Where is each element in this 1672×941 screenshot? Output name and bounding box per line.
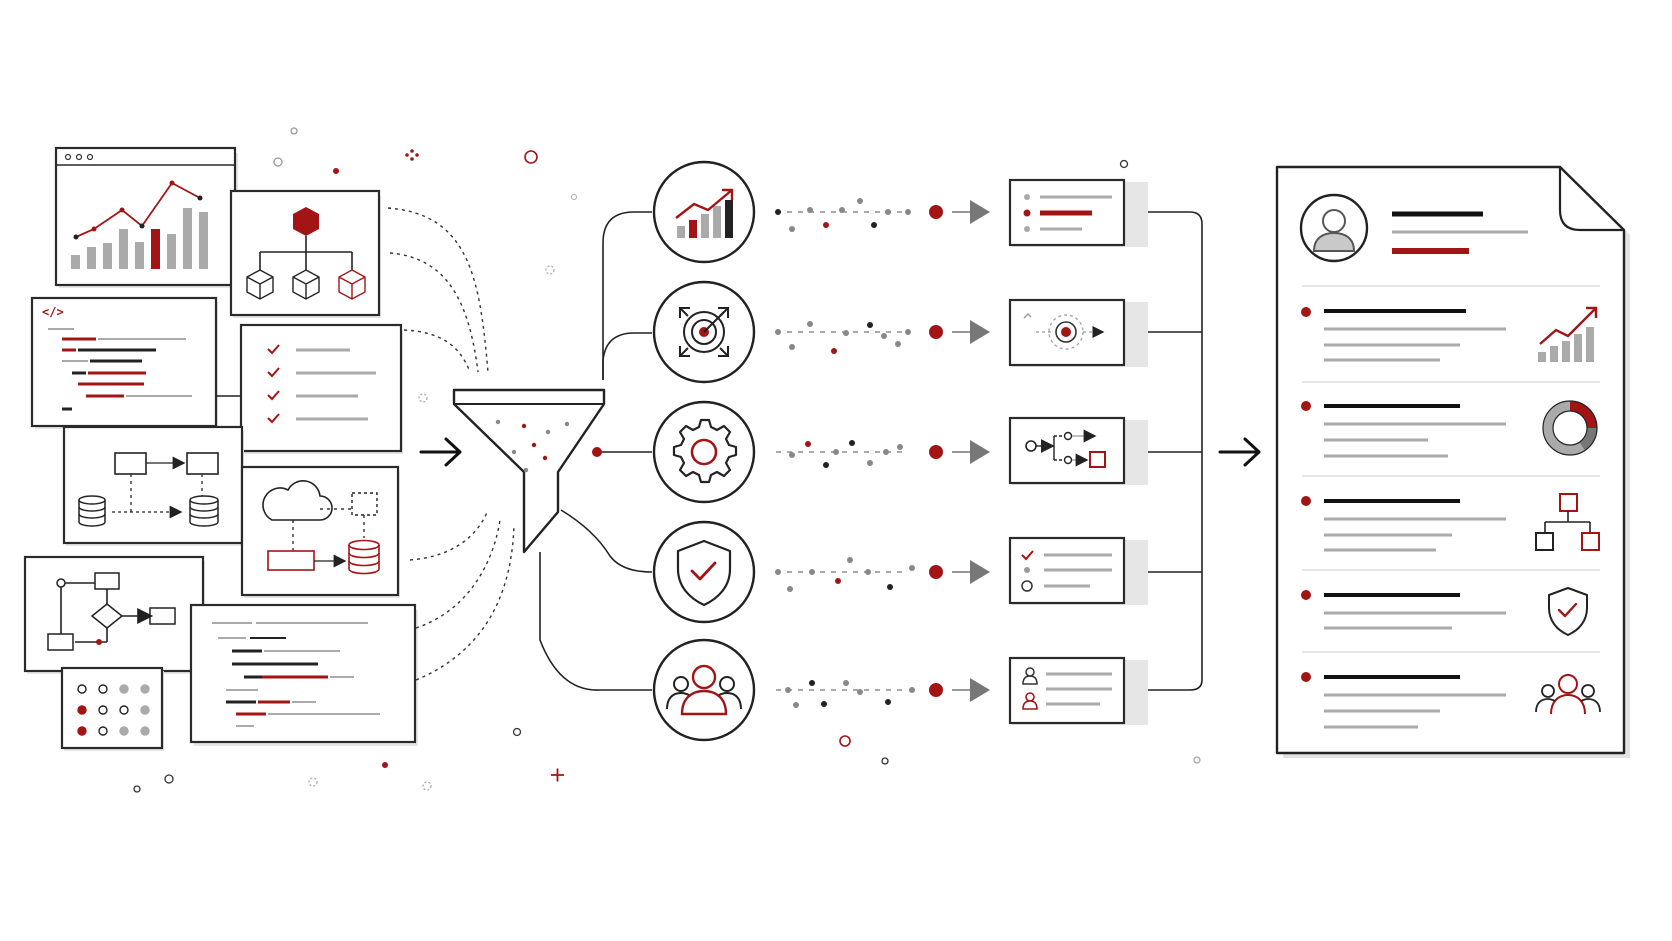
- analytics-dashboard-window: [54, 146, 238, 288]
- target-focus-icon: [679, 307, 729, 357]
- workflow-card: [1008, 416, 1148, 485]
- database-icon: [78, 495, 106, 527]
- org-chart-icon: [1535, 493, 1600, 551]
- flowchart-card: [23, 555, 205, 674]
- play-arrow-icon: [970, 560, 990, 584]
- cube-icon: [338, 269, 366, 300]
- check-icon: [267, 413, 280, 424]
- play-arrow-icon: [970, 678, 990, 702]
- flow-dots: [775, 198, 943, 232]
- checklist-card: [239, 323, 403, 454]
- check-icon: [267, 367, 280, 378]
- team-icon: [1535, 674, 1601, 715]
- report-section-4: [1301, 587, 1600, 653]
- check-icon: [267, 390, 280, 401]
- channel-row-4: [652, 520, 990, 624]
- gear-icon: [672, 418, 738, 484]
- code-snippet-card: [189, 603, 418, 746]
- checklist-card: [1008, 536, 1148, 605]
- source-connectors: [387, 207, 515, 681]
- code-tag-label: </>: [42, 305, 64, 319]
- donut-chart-icon: [1542, 400, 1598, 456]
- play-arrow-icon: [970, 200, 990, 224]
- dot-grid-card: [60, 666, 164, 751]
- report-section-3: [1301, 493, 1600, 571]
- user-avatar-icon: [1299, 193, 1369, 263]
- check-icon: [1021, 550, 1034, 561]
- funnel-branches: [539, 211, 653, 691]
- channel-row-3: [652, 400, 990, 504]
- arrow-right-icon: [1218, 437, 1261, 467]
- flow-dots: [776, 440, 943, 468]
- cloud-pipeline-card: [240, 465, 400, 598]
- arrow-right-icon: [419, 437, 462, 467]
- flow-dots: [776, 680, 943, 708]
- report-section-5: [1301, 672, 1601, 729]
- channel-row-1: [652, 160, 990, 264]
- source-collage: </>: [23, 146, 418, 751]
- channel-row-5: [652, 638, 990, 742]
- merge-bracket: [1148, 211, 1203, 691]
- flow-dots: [775, 321, 943, 354]
- hierarchy-diagram-card: [229, 189, 381, 318]
- report-header: [1299, 193, 1600, 287]
- bar-chart-icon: [71, 208, 208, 269]
- decorative-dots: [133, 127, 1201, 793]
- code-editor-card: </>: [30, 296, 242, 429]
- cube-icon: [292, 269, 320, 300]
- funnel-icon: [452, 388, 606, 554]
- shield-check-icon: [676, 539, 732, 607]
- report-section-2: [1301, 400, 1600, 477]
- list-card: [1008, 178, 1148, 247]
- user-icon: [1022, 667, 1038, 685]
- database-icon: [189, 495, 219, 527]
- check-icon: [267, 344, 280, 355]
- trend-chart-icon: [1538, 306, 1598, 362]
- play-arrow-icon: [970, 440, 990, 464]
- user-icon: [1022, 692, 1038, 710]
- report-section-1: [1301, 306, 1600, 383]
- shield-check-icon: [1548, 587, 1588, 636]
- user-list-card: [1008, 656, 1148, 725]
- team-icon: [666, 664, 742, 716]
- cube-icon: [246, 269, 274, 300]
- output-cards: [1008, 178, 1148, 725]
- database-flow-card: [62, 425, 244, 546]
- database-icon: [348, 539, 380, 575]
- cloud-icon: [262, 480, 333, 521]
- target-card: [1008, 298, 1148, 367]
- report-document: [1275, 165, 1630, 758]
- play-arrow-icon: [970, 320, 990, 344]
- flow-dots: [775, 557, 943, 592]
- trend-chart-icon: [675, 188, 734, 238]
- channel-row-2: [652, 280, 990, 384]
